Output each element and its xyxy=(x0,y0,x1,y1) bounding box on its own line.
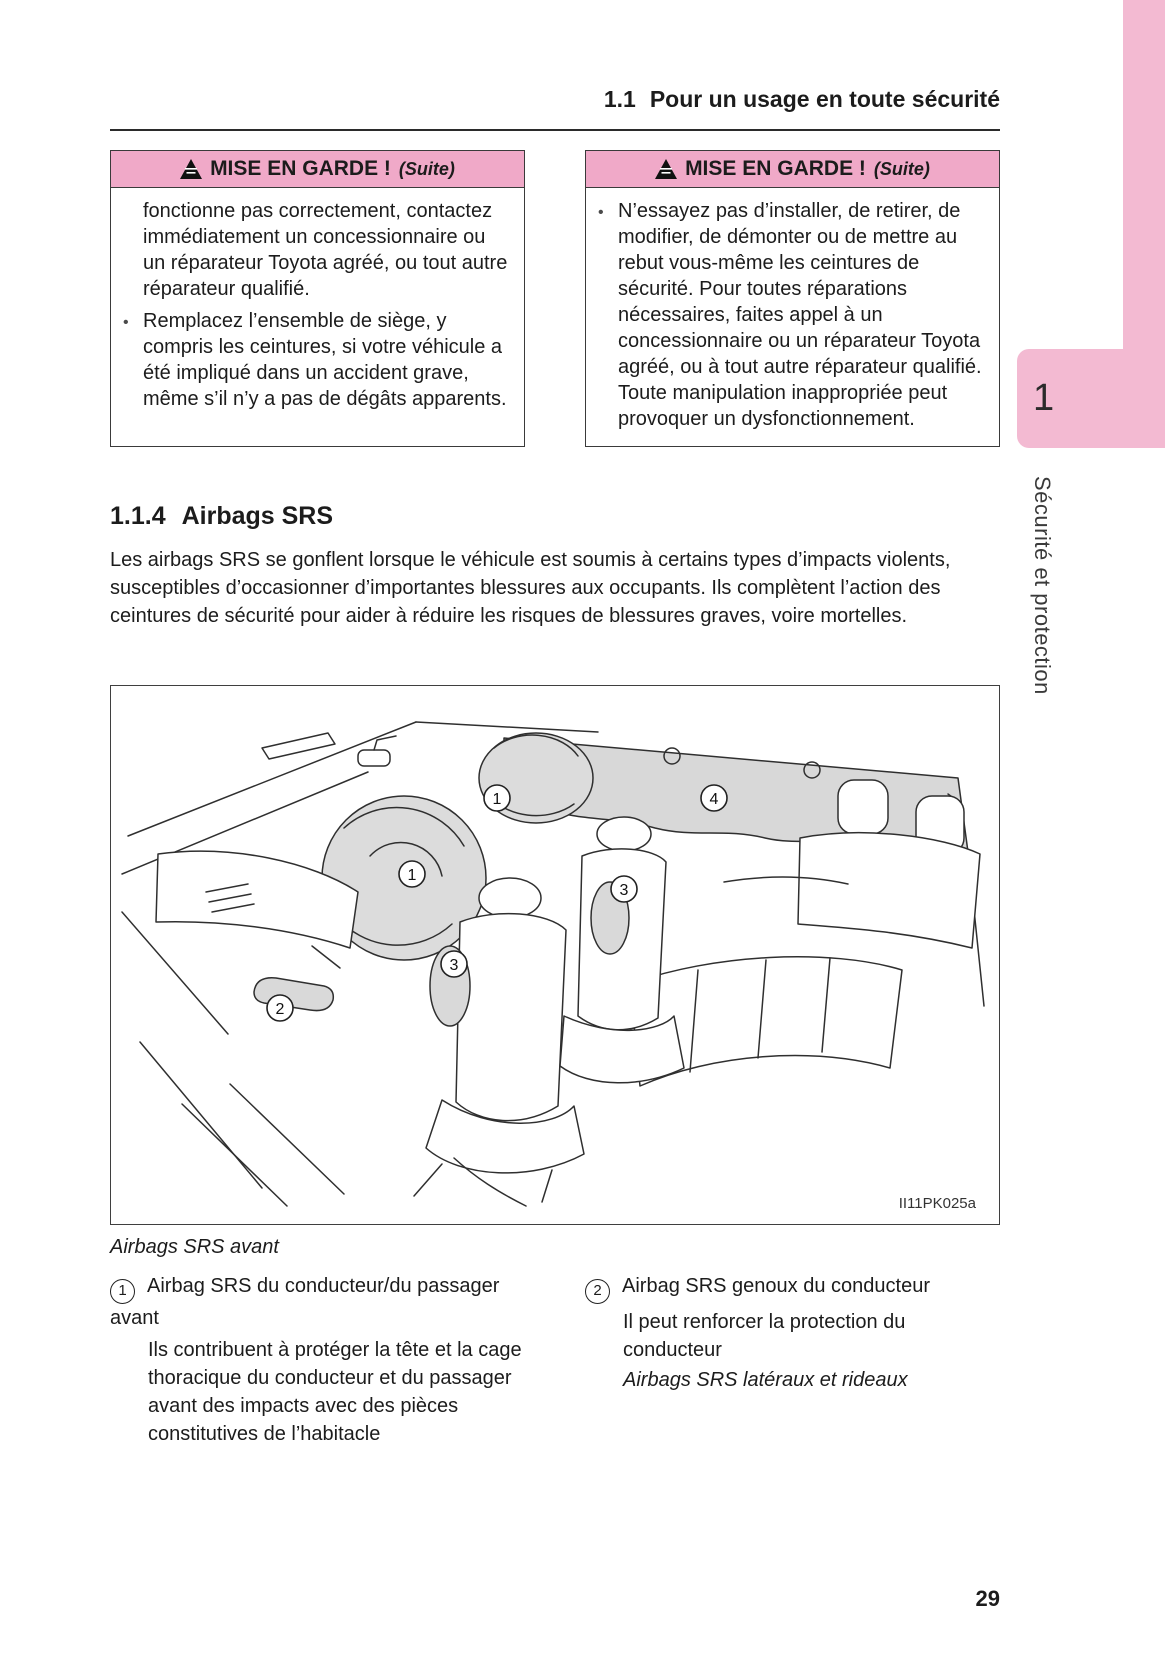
svg-text:1: 1 xyxy=(408,867,417,884)
chapter-color-strip xyxy=(1123,0,1165,349)
illustration-code: II11PK025a xyxy=(899,1195,977,1212)
warning-header: MISE EN GARDE ! (Suite) xyxy=(111,151,524,188)
callout-3-far-seat: 3 xyxy=(610,875,638,903)
figure-caption: Airbags SRS avant xyxy=(110,1236,279,1258)
page-number: 29 xyxy=(975,1586,1000,1611)
warning-boxes-row: MISE EN GARDE ! (Suite) fonctionne pas c… xyxy=(110,150,1000,447)
section-title: Airbags SRS xyxy=(181,502,334,530)
bullet-icon xyxy=(598,198,618,432)
warning-title-suffix: (Suite) xyxy=(873,158,930,179)
header-section-number: 1.1 xyxy=(603,86,636,112)
svg-text:1: 1 xyxy=(493,791,502,808)
page-header: 1.1 Pour un usage en toute sécurité xyxy=(110,86,1000,131)
warning-bullet-text: Remplacez l’ensemble de siège, y compris… xyxy=(143,310,507,410)
bullet-icon xyxy=(123,308,143,412)
chapter-title-vertical: Sécurité et protection xyxy=(1030,476,1055,695)
warning-bullet-text: N’essayez pas d’installer, de retirer, d… xyxy=(618,200,982,430)
legend-item-2: 2 Airbag SRS genoux du conducteur Il peut… xyxy=(585,1272,1000,1394)
warning-box-left: MISE EN GARDE ! (Suite) fonctionne pas c… xyxy=(110,150,525,447)
legend-title-2: Airbag SRS genoux du conducteur xyxy=(622,1275,930,1297)
callout-4-curtain: 4 xyxy=(700,784,728,812)
svg-text:4: 4 xyxy=(710,791,719,808)
warning-body: fonctionne pas correctement, contactez i… xyxy=(111,188,524,426)
warning-box-right: MISE EN GARDE ! (Suite) N’essayez pas d’… xyxy=(585,150,1000,447)
callout-1-passenger: 1 xyxy=(483,784,511,812)
warning-triangle-icon xyxy=(180,159,203,179)
warning-triangle-icon xyxy=(655,159,678,179)
svg-text:3: 3 xyxy=(620,882,629,899)
legend-desc-1: Ils contribuent à protéger la tête et la… xyxy=(148,1338,522,1445)
section-intro-paragraph: Les airbags SRS se gonflent lorsque le v… xyxy=(110,549,951,627)
section-heading: 1.1.4 Airbags SRS xyxy=(110,502,333,531)
section-number: 1.1.4 xyxy=(110,502,166,530)
svg-text:3: 3 xyxy=(450,957,459,974)
callout-2-knee: 2 xyxy=(266,994,294,1022)
warning-title: MISE EN GARDE ! xyxy=(210,157,391,180)
chapter-tab: 1 xyxy=(1017,349,1165,448)
warning-body: N’essayez pas d’installer, de retirer, d… xyxy=(586,188,999,446)
callout-1-driver: 1 xyxy=(398,860,426,888)
callout-3-near-seat: 3 xyxy=(440,950,468,978)
warning-bullet: N’essayez pas d’installer, de retirer, d… xyxy=(598,198,987,432)
airbag-illustration: 1 1 3 3 2 xyxy=(110,685,1000,1225)
warning-bullet: Remplacez l’ensemble de siège, y compris… xyxy=(123,308,512,412)
legend-number-2: 2 xyxy=(585,1278,610,1304)
legend-title-1: Airbag SRS du conducteur/du passager ava… xyxy=(110,1275,500,1329)
warning-header: MISE EN GARDE ! (Suite) xyxy=(586,151,999,188)
header-title: Pour un usage en toute sécurité xyxy=(649,86,1000,112)
warning-continuation-text: fonctionne pas correctement, contactez i… xyxy=(143,200,508,300)
warning-title-suffix: (Suite) xyxy=(398,158,455,179)
car-interior-drawing: 1 1 3 3 2 xyxy=(121,721,985,1212)
legend-number-1: 1 xyxy=(110,1278,135,1304)
legend-note-2: Airbags SRS latéraux et rideaux xyxy=(623,1368,908,1391)
svg-text:2: 2 xyxy=(276,1001,285,1018)
legend-desc-2: Il peut renforcer la protection du condu… xyxy=(623,1310,906,1361)
chapter-number: 1 xyxy=(1033,377,1055,419)
warning-title: MISE EN GARDE ! xyxy=(685,157,866,180)
